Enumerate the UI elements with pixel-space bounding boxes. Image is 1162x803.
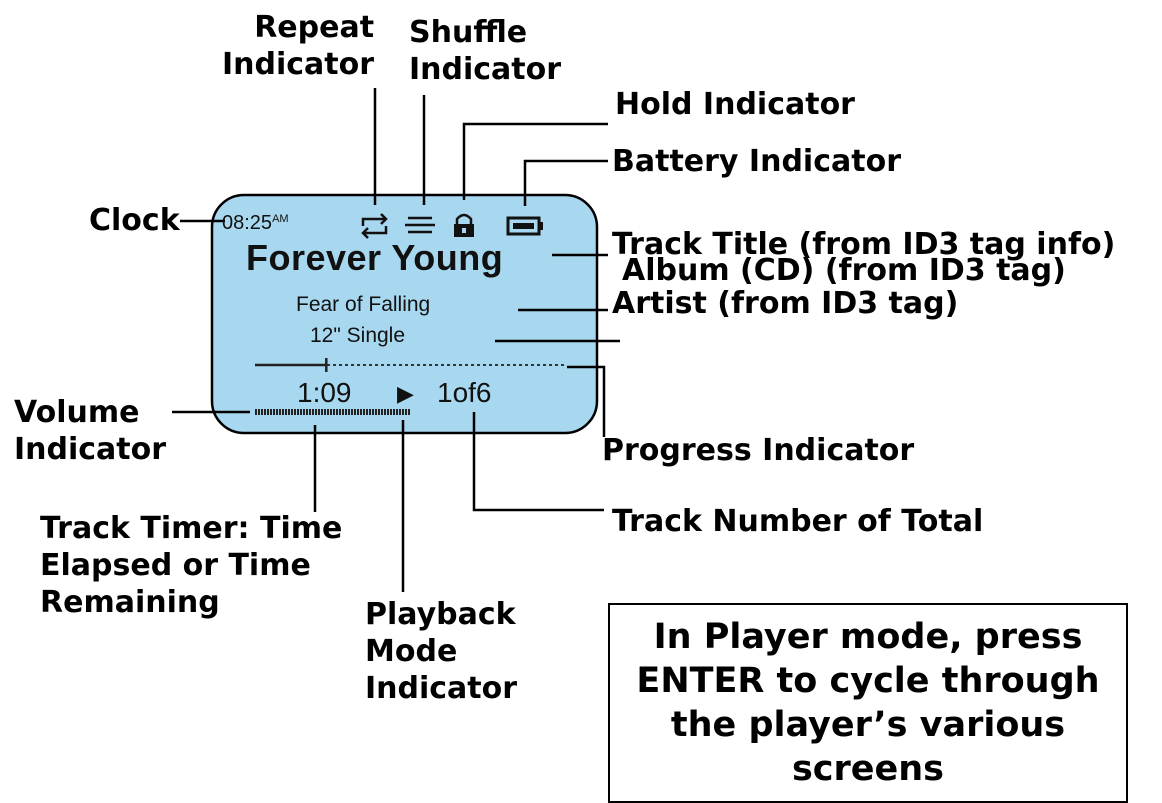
track-number-leader: [472, 412, 604, 512]
lcd-timer: 1:09: [297, 377, 352, 408]
label-artist: Artist (from ID3 tag): [612, 286, 959, 321]
leader-lines: [172, 88, 620, 592]
note-box: In Player mode, press ENTER to cycle thr…: [608, 603, 1128, 803]
label-clock: Clock: [89, 203, 180, 238]
lcd-screen: [210, 193, 599, 435]
label-shuffle: Shuffle Indicator: [409, 15, 562, 87]
lcd-artist: Fear of Falling: [296, 293, 431, 316]
label-album: Album (CD) (from ID3 tag): [622, 253, 1066, 288]
battery-icon: [506, 216, 543, 236]
clock-ampm: AM: [272, 213, 289, 225]
lock-icon: [454, 213, 474, 237]
hold-leader: [462, 122, 608, 200]
label-track-number: Track Number of Total: [612, 504, 984, 539]
battery-leader: [523, 159, 608, 206]
label-track-timer: Track Timer: Time Elapsed or Time Remain…: [40, 511, 343, 620]
lcd-track-number: 1of6: [437, 377, 492, 408]
lcd-track-title: Forever Young: [246, 237, 504, 278]
clock-time: 08:25: [222, 212, 273, 234]
label-playback-mode: Playback Mode Indicator: [365, 597, 518, 706]
label-track-title: Track Title (from ID3 tag info): [612, 227, 1116, 262]
progress-leader: [567, 365, 606, 437]
repeat-icon: [361, 213, 388, 239]
note-text: In Player mode, press ENTER to cycle thr…: [636, 617, 1100, 789]
label-progress: Progress Indicator: [602, 433, 915, 468]
label-repeat: Repeat Indicator: [222, 10, 375, 82]
lcd-clock: 08:25AM: [222, 212, 289, 235]
label-hold: Hold Indicator: [615, 87, 855, 122]
label-battery: Battery Indicator: [612, 144, 901, 179]
lcd-album: 12" Single: [310, 324, 406, 347]
play-icon: ▶: [397, 381, 414, 406]
label-volume: Volume Indicator: [14, 395, 167, 467]
shuffle-icon: [405, 216, 435, 234]
